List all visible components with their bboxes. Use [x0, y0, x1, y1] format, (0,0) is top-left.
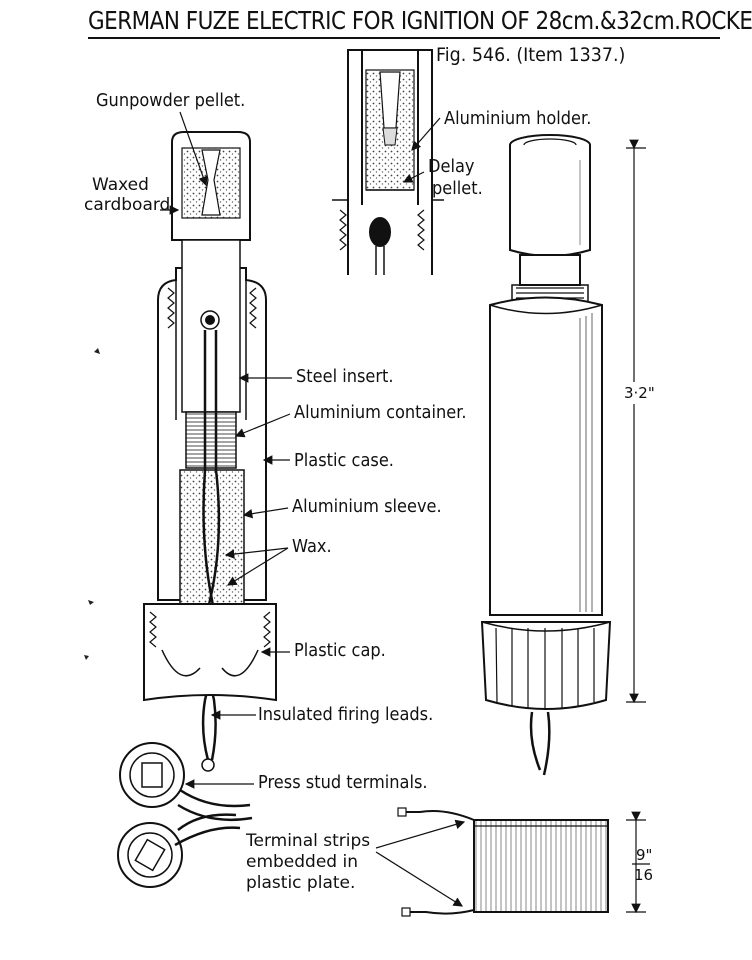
stray-mark — [84, 655, 89, 660]
label-pellet: pellet. — [432, 178, 483, 199]
label-plastic-case: Plastic case. — [294, 450, 394, 471]
label-plastic-plate: plastic plate. — [246, 873, 356, 893]
fuze-diagram-sheet: GERMAN FUZE ELECTRIC FOR IGNITION OF 28c… — [84, 6, 752, 917]
leader-lines — [160, 111, 466, 907]
label-plastic-cap: Plastic cap. — [294, 640, 386, 661]
figure-number: Fig. 546. (Item 1337.) — [436, 44, 626, 66]
label-aluminium-sleeve: Aluminium sleeve. — [292, 496, 442, 517]
external-view — [480, 134, 646, 776]
label-aluminium-holder: Aluminium holder. — [444, 108, 592, 129]
label-wax: Wax. — [292, 536, 332, 557]
press-stud-terminals — [117, 742, 253, 888]
label-gunpowder-pellet: Gunpowder pellet. — [96, 90, 246, 111]
label-insulated-firing-leads: Insulated firing leads. — [258, 704, 434, 725]
cross-section-view — [143, 131, 277, 772]
label-terminal-strips: Terminal strips — [246, 831, 371, 851]
dimension-plate-numerator: 9" — [636, 846, 653, 864]
label-waxed: Waxed — [92, 175, 149, 195]
label-press-stud-terminals: Press stud terminals. — [258, 772, 428, 793]
diagram-title: GERMAN FUZE ELECTRIC FOR IGNITION OF 28c… — [88, 6, 752, 35]
dimension-length: 3·2" — [624, 382, 655, 404]
terminal-plate — [397, 807, 650, 917]
label-delay: Delay — [428, 156, 475, 177]
stray-mark — [94, 348, 100, 354]
aluminium-holder-section — [332, 49, 444, 275]
stray-mark — [88, 600, 94, 605]
label-embedded-in: embedded in — [246, 852, 359, 872]
dimension-plate-denominator: 16 — [634, 866, 654, 884]
label-steel-insert: Steel insert. — [296, 366, 394, 387]
label-cardboard: cardboard. — [84, 195, 176, 215]
label-aluminium-container: Aluminium container. — [294, 402, 467, 423]
diagram-drawings — [84, 37, 720, 917]
